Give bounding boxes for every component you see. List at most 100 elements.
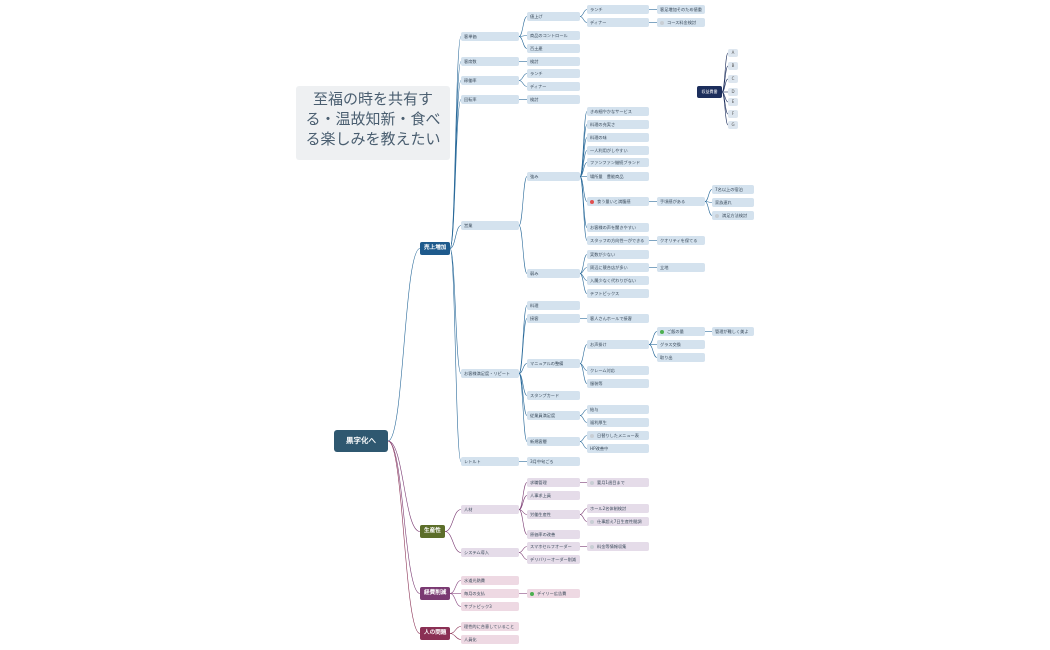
node-daily[interactable]: デイリー広告費 [527, 589, 580, 598]
connector-node-okyakusama-node-manual [518, 363, 528, 374]
root-node[interactable]: 黒字化へ [334, 430, 388, 452]
node-kentou2[interactable]: 検討 [527, 95, 580, 104]
node-yoyaku[interactable]: ご飯の量 [657, 327, 705, 336]
node-s3[interactable]: 料理の味 [587, 133, 649, 142]
legend-head[interactable]: 収益費番 [697, 86, 722, 98]
node-kyakutanka[interactable]: 客単価 [461, 32, 519, 41]
connector-branch-people-node-jinzaika [449, 633, 462, 640]
bullet-icon [590, 481, 594, 485]
node-tsuyomi[interactable]: 強み [527, 172, 580, 181]
node-topics[interactable]: サブトピック3 [461, 602, 519, 611]
node-yoyaku-a[interactable]: 管理が難しく美よ [712, 327, 754, 336]
node-s2[interactable]: 料理の充実さ [587, 120, 649, 129]
branch-productivity[interactable]: 生産性 [420, 525, 445, 538]
legend-item-e[interactable]: E [728, 98, 738, 106]
legend-item-f[interactable]: F [728, 110, 738, 118]
node-roudou-b[interactable]: 仕事超え7日生産性間調 [587, 517, 649, 526]
bullet-icon [660, 21, 664, 25]
node-course[interactable]: コース料金検討 [657, 18, 705, 27]
node-system[interactable]: システム導入 [461, 548, 519, 557]
node-s7a2[interactable]: 家族連れ [712, 198, 754, 207]
node-s6[interactable]: 場所量 豊能商品 [587, 172, 649, 181]
legend-item-a[interactable]: A [728, 49, 738, 57]
node-stamp[interactable]: スタンプカード [527, 391, 580, 400]
connector-node-kyakutanka-node-tokui [518, 36, 528, 49]
node-kyujin[interactable]: 求職管理 [527, 478, 580, 487]
node-okyakusama[interactable]: お客様満足度・リピート [461, 369, 519, 378]
node-s7-label: 食う量いと満腹感 [597, 199, 631, 204]
node-roudou-a[interactable]: ホール2名体制検討 [587, 504, 649, 513]
node-ryouri[interactable]: 料理 [527, 301, 580, 310]
node-w2[interactable]: 周辺に競合店が多い [587, 263, 649, 272]
node-retort-a[interactable]: 3月中旬ごろ [527, 457, 580, 466]
branch-cost[interactable]: 経費削減 [420, 587, 451, 600]
connector-root-node-branch-sales [387, 248, 421, 442]
node-tokui[interactable]: 百土產 [527, 44, 580, 53]
node-smart-a[interactable]: 料金等情報収集 [587, 542, 649, 551]
node-s9[interactable]: スタッフの方向性一ができる [587, 236, 649, 245]
node-kaitensu[interactable]: 回転率 [461, 95, 519, 104]
legend-item-d[interactable]: D [728, 88, 738, 96]
node-roudou[interactable]: 労働生産性 [527, 510, 580, 519]
node-smart-a-label: 料金等情報収集 [597, 544, 627, 549]
legend-item-g[interactable]: G [728, 121, 738, 129]
node-yowami[interactable]: 弱み [527, 269, 580, 278]
node-maitsuki[interactable]: 毎月の支払 [461, 589, 519, 598]
node-lunch1-note[interactable]: 客足増加そのため値重 [657, 5, 705, 14]
node-glass[interactable]: グラス交換 [657, 340, 705, 349]
node-shinki-a[interactable]: 日替りしたメニュー表 [587, 431, 649, 440]
node-jinzai[interactable]: 人材 [461, 505, 519, 514]
node-joho[interactable]: 原価率の改善 [527, 530, 580, 539]
node-jugyouin[interactable]: 従業員満足度 [527, 411, 580, 420]
node-sekkyaku-a[interactable]: 客人さんホールで接客 [587, 314, 649, 323]
branch-people[interactable]: 人の問題 [420, 627, 451, 640]
node-w3[interactable]: 入属少なく代わりがない [587, 276, 649, 285]
node-kentou1[interactable]: 検討 [527, 57, 580, 66]
node-s9a[interactable]: クオリティを保てる [657, 236, 705, 245]
node-course-label: コース料金検討 [667, 20, 697, 25]
flag-red-icon [590, 200, 594, 204]
node-s7[interactable]: 食う量いと満腹感 [587, 197, 649, 206]
node-w2a[interactable]: 立地 [657, 263, 705, 272]
node-suido[interactable]: 水道光熱費 [461, 576, 519, 585]
node-retort[interactable]: レトルト [461, 457, 519, 466]
node-control[interactable]: 商品のコントロール [527, 31, 580, 40]
node-pr[interactable]: HP改善中 [587, 444, 649, 453]
legend-item-b[interactable]: B [728, 62, 738, 70]
branch-sales[interactable]: 売上増加 [420, 242, 451, 255]
node-s5[interactable]: ファンファン継続ブランド [587, 158, 649, 167]
node-eigyou[interactable]: 営業 [461, 221, 519, 230]
node-dinner2[interactable]: ディナー [527, 82, 580, 91]
node-sage[interactable]: 取り出 [657, 353, 705, 362]
node-neage[interactable]: 値上げ [527, 12, 580, 21]
legend-item-c[interactable]: C [728, 75, 738, 83]
node-s7a[interactable]: 手頃感がある [657, 197, 705, 206]
node-lunch1[interactable]: ランチ [587, 5, 649, 14]
node-delivery[interactable]: デリバリーオーダー削減 [527, 555, 580, 564]
node-w1[interactable]: 実数が少ない [587, 250, 649, 259]
node-s1[interactable]: きめ細やかなサービス [587, 107, 649, 116]
node-w4[interactable]: テフトピックス [587, 289, 649, 298]
node-koekake[interactable]: お声掛け [587, 340, 649, 349]
node-dinner1[interactable]: ディナー [587, 18, 649, 27]
node-s8[interactable]: お客様の声を聞きやすい [587, 223, 649, 232]
node-s7a3[interactable]: 満足方法検討 [712, 211, 754, 220]
node-s4[interactable]: 一人利用がしやすい [587, 146, 649, 155]
node-smart[interactable]: スマホセルフオーダー [527, 542, 580, 551]
node-s7a1[interactable]: 7名以上の宿泊 [712, 185, 754, 194]
node-kyuyo[interactable]: 給与 [587, 405, 649, 414]
node-kyujin-a[interactable]: 要月1週目まで [587, 478, 649, 487]
node-kanri[interactable]: 服装等 [587, 379, 649, 388]
node-manual[interactable]: マニュアルの整備 [527, 359, 580, 368]
node-sekkyaku[interactable]: 接客 [527, 314, 580, 323]
node-keieiteki[interactable]: 理性的に合意していること [461, 622, 519, 631]
node-claim[interactable]: クレーム対応 [587, 366, 649, 375]
node-jinji[interactable]: 人事求上員 [527, 491, 580, 500]
node-fukuri[interactable]: 福利厚生 [587, 418, 649, 427]
callout-note[interactable]: 至福の時を共有する・温故知新・食べる楽しみを教えたい [296, 86, 450, 160]
node-shinki[interactable]: 新規客層 [527, 437, 580, 446]
node-kyakusu[interactable]: 客席数 [461, 57, 519, 66]
node-lunch2[interactable]: ランチ [527, 69, 580, 78]
node-kaitenritsu[interactable]: 稼働率 [461, 76, 519, 85]
node-jinzaika[interactable]: 人員化 [461, 635, 519, 644]
